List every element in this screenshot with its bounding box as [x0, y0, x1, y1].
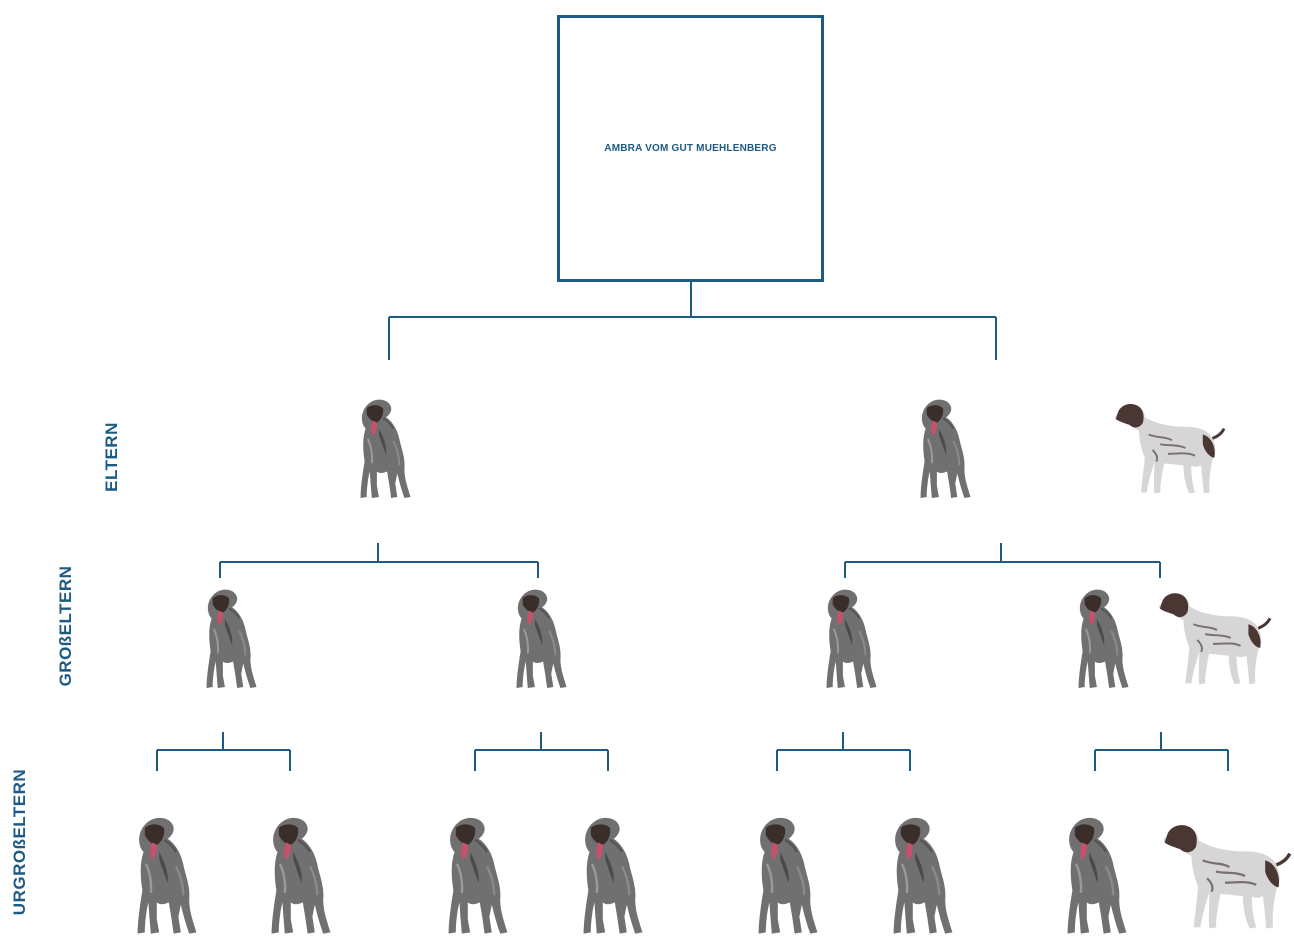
great-grandparent-4-photo — [582, 816, 644, 935]
generation-label-great-grandparents: URGROßELTERN — [10, 768, 29, 916]
wirehaired-pointer-icon — [136, 816, 198, 935]
wirehaired-pointer-icon — [825, 588, 878, 689]
great-grandparent-3-photo — [447, 816, 509, 935]
root-dog-name: AMBRA VOM GUT MUEHLENBERG — [604, 143, 777, 154]
parent-dam-shorthair-photo — [1113, 402, 1226, 495]
wirehaired-pointer-icon — [582, 816, 644, 935]
generation-label-grandparents: GROßELTERN — [56, 565, 75, 687]
wirehaired-pointer-icon — [919, 398, 972, 499]
wirehaired-pointer-icon — [1066, 816, 1128, 935]
parent-dam-photo — [919, 398, 972, 499]
wirehaired-pointer-icon — [1077, 588, 1130, 689]
wirehaired-pointer-icon — [447, 816, 509, 935]
wirehaired-pointer-icon — [270, 816, 332, 935]
grandparent-2-photo — [515, 588, 568, 689]
great-grandparent-1-photo — [136, 816, 198, 935]
parent-sire-photo — [359, 398, 412, 499]
grandparent-4-photo — [1077, 588, 1130, 689]
grandparent-3-photo — [825, 588, 878, 689]
wirehaired-pointer-icon — [892, 816, 954, 935]
wirehaired-pointer-icon — [757, 816, 819, 935]
great-grandparent-7-photo — [1066, 816, 1128, 935]
great-grandparent-8-photo — [1162, 823, 1292, 931]
great-grandparent-6-photo — [892, 816, 954, 935]
grandparent-4-shorthair-photo — [1157, 591, 1272, 686]
wirehaired-pointer-icon — [515, 588, 568, 689]
great-grandparent-2-photo — [270, 816, 332, 935]
shorthaired-pointer-icon — [1113, 402, 1226, 495]
wirehaired-pointer-icon — [359, 398, 412, 499]
generation-label-parents: ELTERN — [102, 422, 121, 492]
root-dog-box: AMBRA VOM GUT MUEHLENBERG — [557, 15, 824, 282]
shorthaired-pointer-icon — [1162, 823, 1292, 931]
wirehaired-pointer-icon — [205, 588, 258, 689]
grandparent-1-photo — [205, 588, 258, 689]
shorthaired-pointer-icon — [1157, 591, 1272, 686]
great-grandparent-5-photo — [757, 816, 819, 935]
